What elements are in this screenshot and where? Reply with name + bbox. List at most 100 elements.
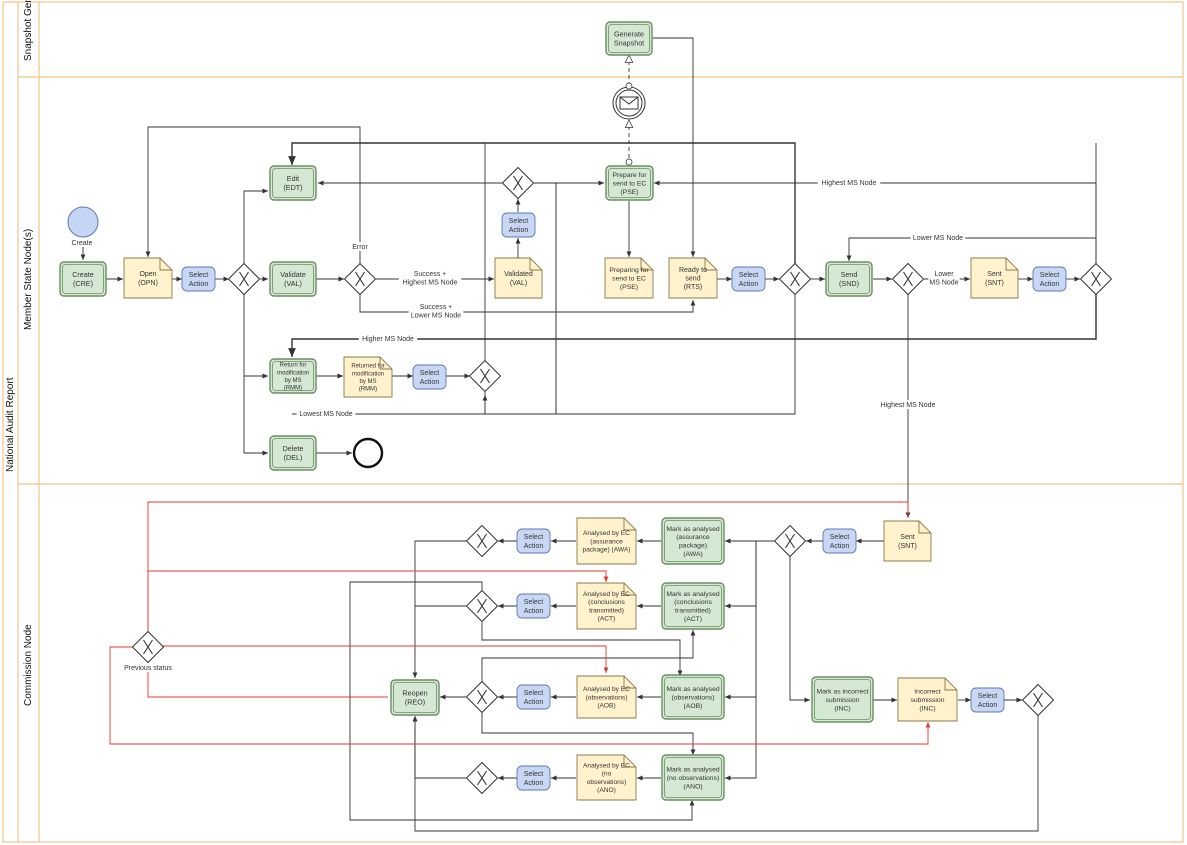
edge-gen-rts (653, 37, 696, 257)
node-label-line: Mark as incorrect (816, 688, 868, 695)
gateway-validate[interactable] (343, 262, 377, 296)
node-label-line: Action (524, 699, 544, 706)
gateway-inc[interactable] (1021, 683, 1055, 717)
task-mark-act[interactable]: Mark as analysed(conclusionstransmitted)… (661, 582, 725, 630)
node-label-line: Send (841, 270, 858, 279)
node-label-line: (AOB) (597, 703, 615, 710)
label-highest-ms-down: Highest MS Node (876, 400, 940, 409)
edge-gw11-ano (481, 713, 696, 755)
edge-gw8-inc (789, 557, 810, 703)
node-label-line: Edit (287, 174, 299, 183)
task-edit[interactable]: Edit(EDT) (269, 165, 317, 201)
node-label-line: (VAL) (284, 279, 302, 288)
edge-label-line: Success + (414, 271, 447, 278)
node-label-line: (observations) (586, 694, 628, 701)
edge-gw11-act (481, 630, 696, 681)
end-event[interactable] (352, 437, 384, 469)
node-label-line: (OPN) (138, 280, 158, 287)
node-label-line: transmitted) (675, 608, 711, 615)
node-label-line: (AOB) (684, 703, 703, 710)
node-label-line: Select (830, 534, 850, 541)
node-label-line: Action (420, 379, 440, 386)
doc-analysed-aob[interactable]: Analysed by EC(observations)(AOB) (576, 675, 637, 719)
node-label-line: Action (1040, 281, 1060, 288)
label-previous-status: Previous status (116, 663, 180, 672)
node-label-line: Select (509, 218, 529, 225)
label-lowest-ms: Lowest MS Node (296, 409, 356, 418)
doc-sent-ms[interactable]: Sent(SNT) (970, 257, 1019, 299)
node-label-line: Select (524, 599, 544, 606)
node-label-line: Analysed by EC (583, 530, 630, 537)
node-label-line: (CRE) (73, 279, 93, 288)
gateway-awa[interactable] (465, 524, 499, 558)
gateway-after-open[interactable] (227, 262, 261, 296)
task-create[interactable]: Create(CRE) (59, 261, 107, 297)
message-event[interactable] (612, 82, 646, 120)
doc-analysed-act[interactable]: Analysed by EC(conclusionstransmitted)(A… (576, 582, 637, 630)
gateway-ano[interactable] (465, 761, 499, 795)
node-label-line: Ready to (679, 267, 707, 274)
task-reopen[interactable]: Reopen(REO) (390, 679, 440, 716)
gateway-sent[interactable] (1079, 262, 1113, 296)
gateway-rmm[interactable] (468, 359, 502, 393)
node-label-line: Action (739, 281, 759, 288)
task-mark-aob[interactable]: Mark as analysed(observations)(AOB) (661, 674, 725, 720)
doc-sent-ec[interactable]: Sent(SNT) (883, 520, 932, 562)
node-label-line: Preparing for (609, 267, 649, 274)
task-mark-ano[interactable]: Mark as analysed(no observations)(ANO) (661, 754, 725, 801)
node-label-line: package) (AWA) (583, 547, 631, 554)
doc-open[interactable]: Open(OPN) (123, 257, 173, 299)
edge-label-line: Higher MS Node (362, 336, 414, 343)
gateway-act[interactable] (465, 589, 499, 623)
edge-gw1-rmm (243, 294, 268, 379)
task-validate[interactable]: Validate(VAL) (269, 261, 317, 297)
gateway-aob[interactable] (465, 680, 499, 714)
edge-label-line: Highest MS Node (403, 280, 458, 287)
node-label-line: Validate (280, 270, 305, 279)
start-event[interactable] (67, 206, 99, 238)
gateway-rts[interactable] (778, 262, 812, 296)
label-lower-ms-top: Lower MS Node (910, 233, 966, 242)
node-label-line: submission (911, 697, 945, 704)
node-label-line: Sent (987, 271, 1001, 278)
gateway-validated[interactable] (501, 166, 535, 200)
gateway-sent-ec[interactable] (773, 524, 807, 558)
edge-gw1-edt (243, 188, 268, 264)
task-delete[interactable]: Delete(DEL) (269, 435, 317, 471)
doc-validated[interactable]: Validated(VAL) (494, 257, 543, 299)
node-label-line: Select (189, 272, 209, 279)
label-create: Create (68, 238, 96, 247)
node-label-line: by MS (359, 379, 376, 385)
node-label-line: (no (602, 771, 612, 778)
task-send[interactable]: Send(SND) (825, 261, 873, 297)
node-label-line: Sent (900, 534, 914, 541)
node-label-line: Generate (614, 30, 644, 39)
gateway-previous-status[interactable] (131, 630, 165, 664)
edges-layer (80, 37, 1097, 832)
lane-title-commission: Commission Node (23, 624, 34, 706)
gateway-send[interactable] (891, 262, 925, 296)
